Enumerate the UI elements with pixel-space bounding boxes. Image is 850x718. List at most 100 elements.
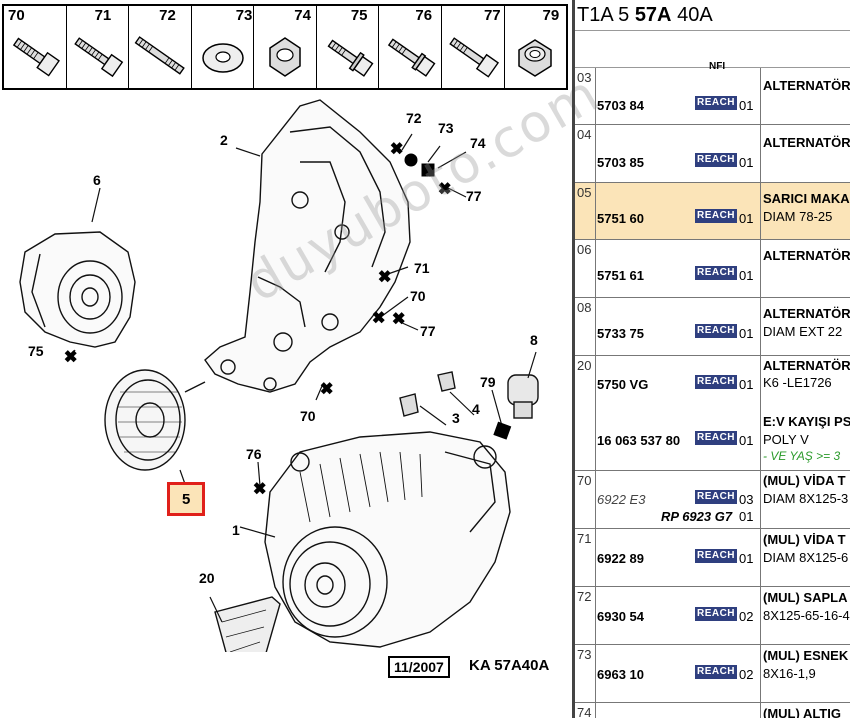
icon-number: 76	[415, 7, 433, 24]
callout-4[interactable]: 4	[472, 401, 480, 417]
table-row[interactable]: 06 5751 61 REACH 01 ALTERNATÖR	[575, 240, 850, 298]
table-row[interactable]: 74 (MUL) ALTIG	[575, 703, 850, 718]
part-number[interactable]: 6930 54	[597, 609, 644, 624]
quantity: 01	[739, 377, 754, 392]
table-row[interactable]: 20 5750 VG REACH 01 ALTERNATÖR K6 -LE172…	[575, 356, 850, 471]
icon-cell-75[interactable]: 75	[317, 6, 380, 88]
part-number[interactable]: 6963 10	[597, 667, 644, 682]
table-row[interactable]: 72 6930 54 REACH 02 (MUL) SAPLA 8X125-65…	[575, 587, 850, 645]
icon-cell-74[interactable]: 74	[254, 6, 317, 88]
column-divider	[760, 703, 761, 718]
quantity: 01	[739, 509, 754, 524]
part-number[interactable]: 5703 85	[597, 155, 644, 170]
row-number: 03	[575, 68, 596, 124]
table-row[interactable]: 03 5703 84 REACH 01 ALTERNATÖR	[575, 68, 850, 125]
description: (MUL) ALTIG	[763, 706, 841, 718]
quantity: 01	[739, 551, 754, 566]
belt-part	[214, 596, 281, 652]
callout-70a[interactable]: 70	[410, 288, 426, 304]
row-number: 72	[575, 587, 596, 644]
icon-cell-77[interactable]: 77	[442, 6, 505, 88]
parts-list-panel: T1A 5 57A 40A NFI 03 5703 84 REACH 01 AL…	[575, 0, 850, 718]
callout-2[interactable]: 2	[220, 132, 228, 148]
callout-73[interactable]: 73	[438, 120, 454, 136]
panel-divider[interactable]	[572, 0, 575, 718]
fastener-marker: ✖	[64, 349, 77, 366]
icon-cell-71[interactable]: 71	[67, 6, 130, 88]
part-number[interactable]: 6922 89	[597, 551, 644, 566]
icon-cell-73[interactable]: 73	[192, 6, 255, 88]
icon-cell-79[interactable]: 79	[505, 6, 567, 88]
callout-20[interactable]: 20	[199, 570, 215, 586]
callout-70b[interactable]: 70	[300, 408, 316, 424]
column-divider	[760, 125, 761, 182]
callout-77b[interactable]: 77	[420, 323, 436, 339]
callout-76[interactable]: 76	[246, 446, 262, 462]
icon-cell-76[interactable]: 76	[379, 6, 442, 88]
part-number[interactable]: 5751 60	[597, 211, 644, 226]
part-number[interactable]: 5751 61	[597, 268, 644, 283]
fastener-marker: ✖	[378, 269, 391, 286]
part-number[interactable]: 5703 84	[597, 98, 644, 113]
column-divider	[760, 645, 761, 702]
part-number[interactable]: 5733 75	[597, 326, 644, 341]
reach-badge: REACH	[695, 375, 737, 389]
bolt-icon	[388, 38, 436, 77]
reach-badge: REACH	[695, 665, 737, 679]
part-number[interactable]: 16 063 537 80	[597, 433, 681, 448]
callout-79[interactable]: 79	[480, 374, 496, 390]
callout-3[interactable]: 3	[452, 410, 460, 426]
description: (MUL) VİDA T	[763, 473, 846, 488]
reach-badge: REACH	[695, 490, 737, 504]
exploded-diagram-panel: 70 71 72	[2, 4, 611, 678]
description: ALTERNATÖR	[763, 248, 850, 263]
column-divider	[760, 298, 761, 355]
table-row-highlighted[interactable]: 05 5751 60 REACH 01 SARICI MAKA DIAM 78-…	[575, 183, 850, 240]
stud-icon	[134, 36, 185, 75]
table-row[interactable]: 70 6922 E3 REACH 03 RP 6923 G7 01 (MUL) …	[575, 471, 850, 529]
callout-6[interactable]: 6	[93, 172, 101, 188]
fastener-marker: ✖	[390, 141, 403, 158]
part-number[interactable]: 5750 VG	[597, 377, 649, 392]
table-row[interactable]: 04 5703 85 REACH 01 ALTERNATÖR	[575, 125, 850, 183]
alternator-diagram: ✖ ✖ ✖ ✖ ✖ ✖ ✖ ✖	[19, 99, 539, 652]
row-number: 70	[575, 471, 596, 528]
callout-75[interactable]: 75	[28, 343, 44, 359]
icon-number: 74	[294, 7, 311, 24]
fastener-marker: ✖	[372, 310, 385, 327]
table-row[interactable]: 08 5733 75 REACH 01 ALTERNATÖR DIAM EXT …	[575, 298, 850, 356]
callout-74[interactable]: 74	[470, 135, 486, 151]
icon-cell-72[interactable]: 72	[129, 6, 192, 88]
replacement-part-number[interactable]: RP 6923 G7	[661, 509, 733, 524]
reach-badge: REACH	[695, 96, 737, 110]
column-divider	[760, 356, 761, 470]
description-detail: DIAM 8X125-6	[763, 550, 849, 565]
row-number: 08	[575, 298, 596, 355]
highlighted-callout-5[interactable]: 5	[167, 482, 205, 516]
callout-1[interactable]: 1	[232, 522, 240, 538]
icon-cell-70[interactable]: 70	[4, 6, 67, 88]
icon-number: 72	[159, 7, 176, 24]
callout-71[interactable]: 71	[414, 260, 430, 276]
description-detail: POLY V	[763, 432, 809, 447]
bracket-part	[204, 99, 411, 393]
row-number: 20	[575, 356, 596, 470]
description: (MUL) VİDA T	[763, 532, 846, 547]
description: ALTERNATÖR	[763, 78, 850, 93]
parts-table: NFI 03 5703 84 REACH 01 ALTERNATÖR 04 57…	[575, 30, 850, 718]
callout-77a[interactable]: 77	[466, 188, 482, 204]
table-row[interactable]: 71 6922 89 REACH 01 (MUL) VİDA T DIAM 8X…	[575, 529, 850, 587]
callout-8[interactable]: 8	[530, 332, 538, 348]
part-number[interactable]: 6922 E3	[597, 492, 646, 507]
quantity: 03	[739, 492, 754, 507]
callout-5: 5	[182, 491, 191, 508]
idler-pulley-part	[104, 369, 186, 471]
table-row[interactable]: 73 6963 10 REACH 02 (MUL) ESNEK 8X16-1,9	[575, 645, 850, 703]
description-detail: DIAM EXT 22	[763, 324, 843, 339]
flange-bolt-icon	[327, 39, 374, 77]
description-detail: 8X16-1,9	[763, 666, 816, 681]
callout-72[interactable]: 72	[406, 110, 422, 126]
icon-number: 79	[542, 7, 560, 24]
icon-number: 73	[235, 7, 253, 24]
description: (MUL) SAPLA	[763, 590, 848, 605]
